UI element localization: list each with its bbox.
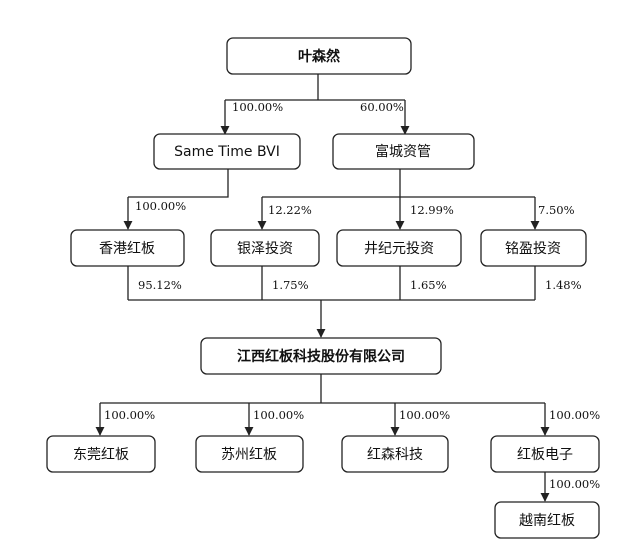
edge-fucheng-to-investors xyxy=(257,169,540,230)
node-ye-senran: 叶森然 xyxy=(226,37,412,75)
node-jingjiyuan: 井纪元投资 xyxy=(336,229,462,267)
node-company: 江西红板科技股份有限公司 xyxy=(200,337,442,375)
node-suzhou: 苏州红板 xyxy=(195,435,304,473)
node-label: 香港红板 xyxy=(99,241,155,257)
node-label: 铭盈投资 xyxy=(505,241,561,257)
node-label: 越南红板 xyxy=(519,513,575,529)
node-hongsen: 红森科技 xyxy=(341,435,449,473)
node-label: 东莞红板 xyxy=(73,447,129,463)
pct-ye-to-fucheng: 60.00% xyxy=(360,100,404,114)
node-label: 银泽投资 xyxy=(237,241,293,257)
pct-fucheng-to-yinze: 12.22% xyxy=(268,203,312,217)
pct-company-to-hongsen: 100.00% xyxy=(399,408,450,422)
pct-dianzi-to-yuenan: 100.00% xyxy=(549,477,600,491)
edge-shareholders-to-company xyxy=(127,266,536,338)
node-yinze: 银泽投资 xyxy=(210,229,320,267)
node-dongguan: 东莞红板 xyxy=(46,435,156,473)
node-label: Same Time BVI xyxy=(174,144,280,160)
node-label: 叶森然 xyxy=(298,48,340,65)
node-yuenan: 越南红板 xyxy=(494,501,600,539)
node-label: 红板电子 xyxy=(517,447,573,463)
pct-fucheng-to-jingjiyuan: 12.99% xyxy=(410,203,454,217)
node-fucheng: 富城资管 xyxy=(332,133,475,170)
node-same-time-bvi: Same Time BVI xyxy=(153,133,301,170)
node-label: 江西红板科技股份有限公司 xyxy=(237,348,405,365)
node-label: 红森科技 xyxy=(367,447,423,463)
edge-company-to-subsidiaries xyxy=(95,374,550,436)
pct-yinze-to-company: 1.75% xyxy=(272,278,309,292)
node-mingying: 铭盈投资 xyxy=(480,229,587,267)
pct-xianggang-to-company: 95.12% xyxy=(138,278,182,292)
pct-company-to-dongguan: 100.00% xyxy=(104,408,155,422)
pct-ye-to-bvi: 100.00% xyxy=(232,100,283,114)
pct-mingying-to-company: 1.48% xyxy=(545,278,582,292)
pct-jingjiyuan-to-company: 1.65% xyxy=(410,278,447,292)
pct-fucheng-to-mingying: 7.50% xyxy=(538,203,575,217)
edge-bvi-to-xianggang xyxy=(123,169,229,230)
pct-bvi-to-xianggang: 100.00% xyxy=(135,199,186,213)
node-label: 井纪元投资 xyxy=(364,241,434,257)
node-label: 苏州红板 xyxy=(221,447,277,463)
edge-ye-to-level2 xyxy=(220,74,410,135)
node-hongban-dianzi: 红板电子 xyxy=(490,435,600,473)
node-label: 富城资管 xyxy=(375,143,431,160)
node-xianggang: 香港红板 xyxy=(70,229,185,267)
pct-company-to-suzhou: 100.00% xyxy=(253,408,304,422)
pct-company-to-dianzi: 100.00% xyxy=(549,408,600,422)
